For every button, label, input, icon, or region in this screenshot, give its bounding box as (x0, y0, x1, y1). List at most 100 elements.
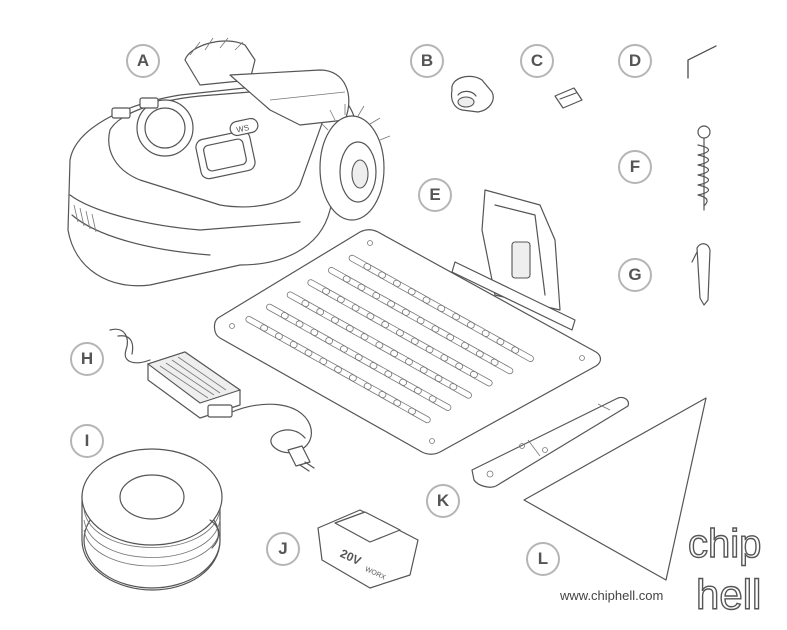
plate-slot (316, 308, 339, 324)
plate-slot (470, 370, 493, 387)
badge-f: F (618, 150, 652, 184)
plate-slot (363, 263, 387, 279)
battery-illustration: 20V WORX (317, 509, 419, 589)
plate-slot (280, 312, 304, 328)
plate-slot (407, 288, 431, 304)
plate-slot (481, 329, 505, 346)
badge-l: L (526, 542, 560, 576)
plate-slot (351, 304, 375, 320)
charging-base-illustration (213, 189, 602, 455)
plate-slot (266, 303, 289, 320)
logo-line1: chip (688, 522, 761, 566)
plate-slot (422, 296, 446, 312)
plate-slot (289, 340, 313, 357)
plate-slot (490, 358, 514, 375)
distance-gauge-illustration (471, 396, 629, 488)
plate-slot (408, 407, 431, 424)
hex-key-illustration (687, 45, 717, 79)
plate-slot (360, 333, 384, 349)
clip-illustration (554, 87, 583, 109)
plate-slot (275, 332, 298, 349)
badge-k: K (426, 484, 460, 518)
plate-slot (328, 267, 351, 283)
plate-slot (511, 346, 534, 362)
mower-badge-text: WS (236, 123, 250, 134)
plate-slot (384, 370, 407, 386)
plate-slot (434, 374, 458, 391)
logo-line2: hell (696, 571, 761, 618)
plate-slot (375, 341, 399, 358)
plate-slot (336, 295, 360, 312)
plate-slot (401, 308, 425, 325)
plate-slot (437, 304, 460, 321)
plate-slot (414, 387, 437, 403)
power-adapter-illustration (109, 328, 315, 472)
plate-slot (390, 349, 413, 366)
plate-slot (378, 271, 401, 287)
plate-slot (331, 316, 354, 333)
plate-slot (342, 275, 366, 291)
plate-slot (455, 362, 478, 379)
badge-d: D (618, 44, 652, 78)
plate-slot (348, 374, 372, 390)
plate-slot (393, 399, 416, 415)
badge-j: J (266, 532, 300, 566)
plate-slot (496, 338, 520, 354)
plate-slot (334, 365, 357, 382)
peg-illustration (691, 243, 711, 306)
plate-slot (452, 313, 475, 329)
plate-slot (405, 358, 428, 374)
plate-slot (363, 382, 387, 399)
wire-spool-illustration (81, 448, 223, 591)
plate-slot (260, 324, 283, 340)
watermark-url: www.chiphell.com (560, 588, 664, 603)
triangle-template-illustration (523, 397, 707, 581)
plate-slot (340, 345, 363, 361)
plate-slot (372, 292, 395, 308)
plate-slot (475, 350, 499, 366)
badge-e: E (418, 178, 452, 212)
chiphell-logo: chip hell (687, 521, 762, 618)
plate-slot (378, 390, 402, 407)
badge-g: G (618, 258, 652, 292)
screw-stake-illustration (697, 125, 711, 211)
badge-a: A (126, 44, 160, 78)
plate-slot (425, 345, 449, 362)
plate-slot (348, 254, 372, 271)
plate-slot (245, 315, 269, 332)
plate-slot (301, 299, 325, 316)
plate-slot (387, 300, 410, 316)
plate-slot (345, 324, 369, 341)
plate-slot (295, 320, 319, 336)
plate-slots (245, 254, 534, 424)
plate-slot (431, 325, 455, 341)
plate-slot (416, 317, 440, 333)
plate-slot (419, 366, 443, 383)
plate-slot (354, 353, 378, 370)
plate-slot (319, 357, 342, 374)
plate-slot (440, 354, 464, 370)
plate-slot (325, 337, 348, 353)
plate-slot (428, 395, 452, 411)
connector-illustration (450, 75, 494, 113)
plate-slot (466, 321, 490, 337)
badge-c: C (520, 44, 554, 78)
plate-slot (307, 279, 330, 295)
plate-slot (381, 320, 404, 337)
plate-slot (310, 328, 334, 345)
badge-b: B (410, 44, 444, 78)
plate-slot (304, 349, 328, 365)
plate-slot (449, 383, 472, 399)
plate-slot (461, 342, 484, 358)
plate-slot (396, 329, 419, 345)
plate-slot (446, 333, 469, 350)
badge-h: H (70, 342, 104, 376)
plate-slot (399, 378, 422, 395)
plate-slot (366, 312, 390, 329)
mower-illustration: WS (67, 37, 391, 287)
plate-slot (357, 283, 381, 300)
plate-slot (322, 287, 345, 304)
badge-i: I (70, 424, 104, 458)
